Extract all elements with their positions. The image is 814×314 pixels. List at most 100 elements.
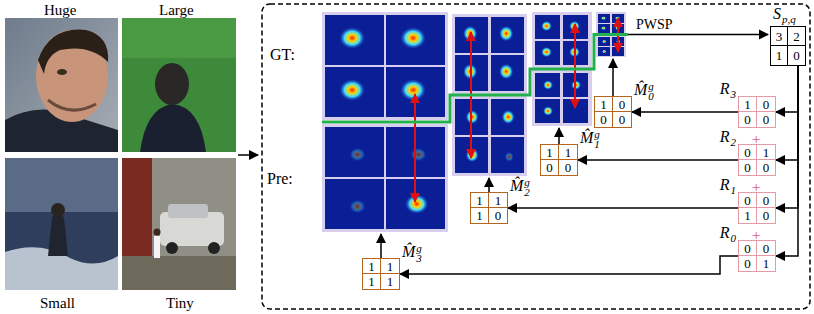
- matrix-cell: 0: [595, 112, 613, 127]
- matrix-cell: 0: [489, 208, 507, 223]
- superscript: g: [416, 243, 422, 253]
- matrix-value: 1: [476, 209, 483, 222]
- matrix-value: 1: [776, 49, 783, 62]
- matrix-cell: 1: [739, 97, 757, 112]
- matrix-value: 0: [763, 98, 770, 111]
- matrix-cell: 0: [739, 112, 757, 127]
- matrix-cell: 0: [739, 256, 757, 271]
- matrix-value: 0: [763, 194, 770, 207]
- matrix-cell: 0: [613, 112, 631, 127]
- matrix-box: R10010: [738, 192, 776, 224]
- connector-arrow: [776, 66, 798, 208]
- matrix-cell: 0: [757, 112, 775, 127]
- matrix-cell: 0: [739, 145, 757, 160]
- matrix-name: R0: [720, 224, 736, 243]
- matrix-cell: 2: [788, 27, 805, 46]
- matrix-cell: 1: [739, 208, 757, 223]
- mask-arrows: [381, 59, 613, 258]
- matrix-symbol: M̂: [580, 129, 593, 146]
- matrix-name: M̂g1: [580, 129, 600, 149]
- photo-large: [122, 18, 236, 152]
- matrix-box: Sp,q3210: [770, 26, 806, 66]
- matrix-cell: 1: [363, 259, 381, 274]
- subscript: 3: [416, 253, 422, 263]
- matrix-cell: 0: [739, 193, 757, 208]
- matrix-value: 0: [763, 161, 770, 174]
- matrix-value: 1: [368, 260, 375, 273]
- matrix-symbol: M̂: [510, 177, 523, 194]
- matrix-value: 1: [763, 146, 770, 159]
- matrix-box: M̂g11100: [540, 144, 578, 176]
- matrix-cell: 0: [739, 160, 757, 175]
- matrix-value: 0: [600, 113, 607, 126]
- matrix-box: R31000: [738, 96, 776, 128]
- matrix-cell: 0: [757, 97, 775, 112]
- matrix-cell: 0: [757, 241, 775, 256]
- matrix-cell: 0: [757, 208, 775, 223]
- dashed-frame: [262, 4, 810, 309]
- matrix-symbol: R: [720, 80, 730, 97]
- figure-label: Small: [40, 295, 75, 311]
- matrix-value: 0: [763, 113, 770, 126]
- matrix-box: M̂g01000: [594, 96, 632, 128]
- label-holder: Large: [159, 1, 194, 19]
- connector-arrow: [508, 207, 738, 209]
- matrix-cell: 1: [381, 259, 399, 274]
- matrix-symbol: R: [720, 224, 730, 241]
- matrix-cell: 0: [757, 160, 775, 175]
- matrix-symbol: R: [720, 176, 730, 193]
- subscript: 1: [594, 139, 600, 149]
- matrix-value: 3: [776, 30, 783, 43]
- matrix-value: 1: [600, 98, 607, 111]
- superscript: g: [524, 177, 530, 187]
- figure-label: Pre:: [267, 171, 293, 187]
- matrix-value: 0: [763, 242, 770, 255]
- subscript: 3: [731, 88, 737, 100]
- matrix-symbol: M̂: [634, 81, 647, 98]
- matrix-value: 0: [565, 161, 572, 174]
- matrix-name: M̂g2: [510, 177, 530, 197]
- connector-arrow: [776, 66, 798, 160]
- label-holder: PWSP: [636, 15, 673, 33]
- label-holder: Huge: [44, 1, 77, 19]
- connector-arrow: [632, 111, 738, 113]
- matrix-value: 1: [744, 209, 751, 222]
- matrix-name: Sp,q: [773, 5, 796, 24]
- matrix-value: 1: [546, 146, 553, 159]
- matrix-name: R3: [720, 80, 736, 99]
- input-arrow: [238, 154, 258, 156]
- matrix-value: 0: [546, 161, 553, 174]
- subscript: p,q: [782, 13, 796, 25]
- plus-sign: +: [752, 133, 760, 145]
- label-holder: GT:: [270, 46, 295, 64]
- connector-arrow: [578, 159, 738, 161]
- photo-small: [5, 158, 118, 290]
- matrix-cell: 0: [757, 193, 775, 208]
- figure-label: Tiny: [166, 295, 194, 311]
- matrix-symbol: R: [720, 128, 730, 145]
- matrix-value: 1: [476, 194, 483, 207]
- matrix-cell: 0: [613, 97, 631, 112]
- plus-sign: +: [752, 229, 760, 241]
- matrix-box: M̂g31111: [362, 258, 400, 290]
- figure-label: GT:: [270, 47, 295, 63]
- matrix-box: R20100: [738, 144, 776, 176]
- matrix-cell: 0: [559, 160, 577, 175]
- matrix-value: 0: [744, 146, 751, 159]
- matrix-cell: 1: [471, 208, 489, 223]
- connector-arrow: [400, 256, 738, 274]
- matrix-value: 0: [619, 113, 626, 126]
- matrix-box: M̂g21110: [470, 192, 508, 224]
- pwsp-arrow: [628, 34, 768, 36]
- matrix-value: 0: [744, 113, 751, 126]
- superscript: g: [594, 129, 600, 139]
- matrix-value: 1: [495, 194, 502, 207]
- matrix-value: 0: [744, 242, 751, 255]
- figure-label: Large: [159, 2, 194, 18]
- matrix-name: R2: [720, 128, 736, 147]
- script-stack: g0: [648, 81, 654, 101]
- script-stack: g2: [524, 177, 530, 197]
- matrix-cell: 1: [489, 193, 507, 208]
